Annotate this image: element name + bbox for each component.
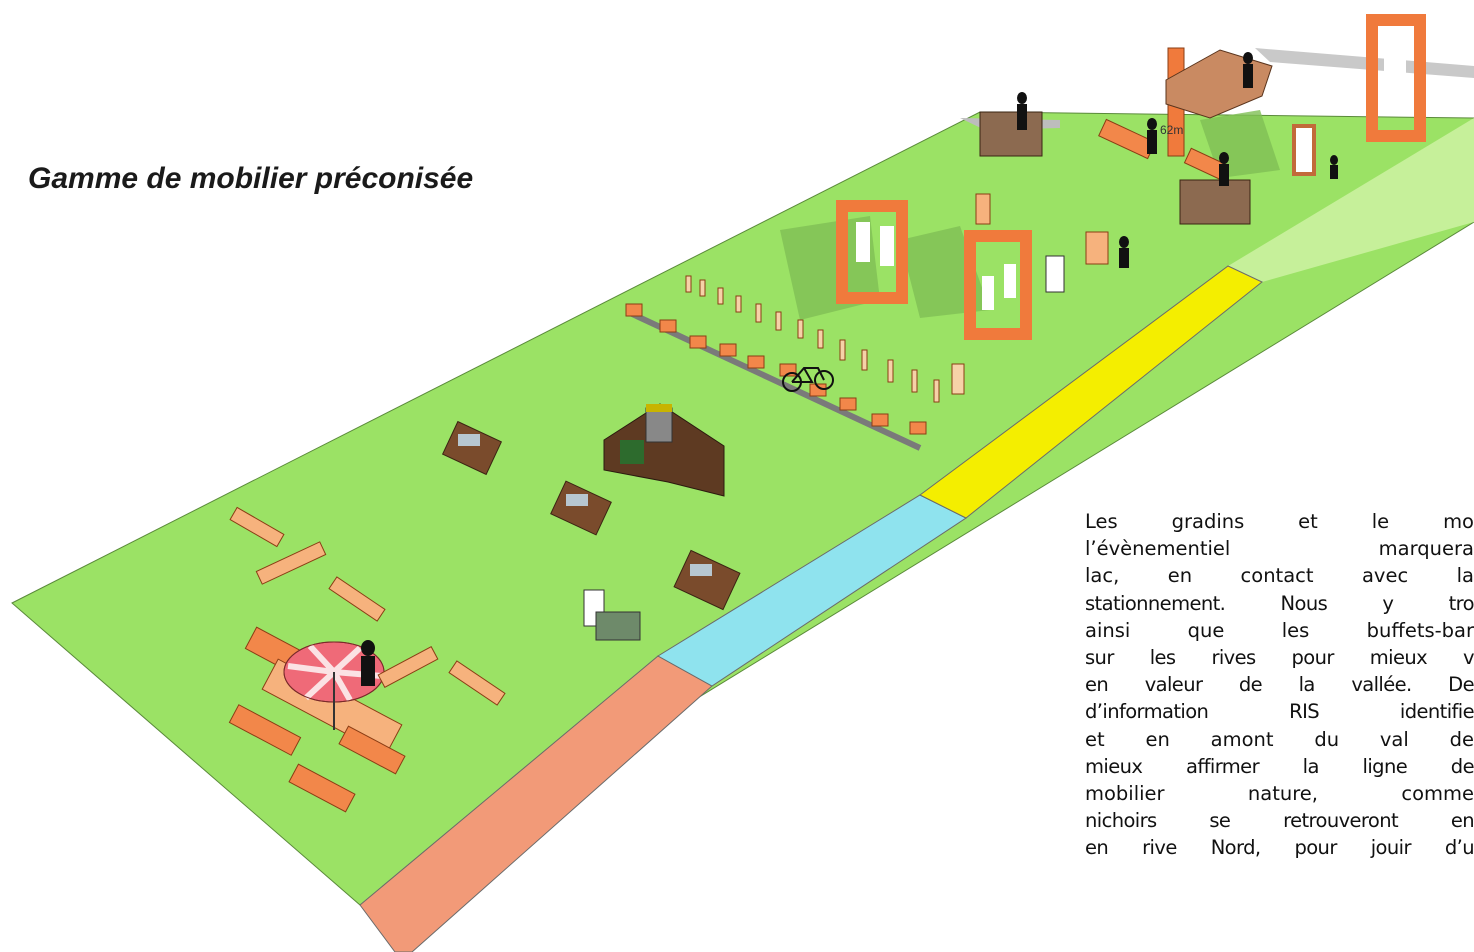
description-paragraph: Les gradins et le mo l’évènementiel marq… [1085, 508, 1474, 952]
paragraph-line: nichoirs se retrouveront en [1085, 809, 1474, 833]
paragraph-line: lac, en contact avec la [1085, 564, 1474, 588]
benches [229, 506, 506, 706]
frames [836, 14, 1426, 340]
paragraph-line: d’information RIS identifie [1085, 700, 1474, 724]
bin-enclosure [603, 403, 725, 497]
lectern [583, 589, 641, 641]
paragraph-line: mieux affirmer la ligne de [1085, 754, 1474, 778]
ground-strip-light [1228, 118, 1474, 282]
zone-yellow [919, 265, 1263, 519]
picnic-area [228, 626, 406, 813]
paragraph-line: en valeur de la vallée. De [1085, 673, 1474, 697]
paragraph-line: sur les rives pour mieux v [1085, 646, 1474, 670]
paragraph-line: ainsi que les buffets-bar [1085, 618, 1474, 642]
paragraph-line: l’évènementiel marquera [1085, 537, 1474, 561]
paragraph-line: stationnement. Nous y tro [1085, 591, 1474, 615]
people [1017, 52, 1338, 268]
path-strip [1255, 48, 1474, 78]
paragraph-line: et en amont du val de [1085, 727, 1474, 751]
scale-label: 62m [1160, 123, 1183, 137]
paragraph-line: mobilier nature, comme [1085, 782, 1474, 806]
paragraph-line: en rive Nord, pour jouir d’u [1085, 836, 1474, 860]
gabion-seats [441, 420, 741, 611]
bike-rack-row [625, 275, 965, 451]
ground-plane [11, 111, 1474, 906]
paragraph-line: Les gradins et le mo [1085, 510, 1474, 533]
zone-orange [359, 655, 713, 952]
page-title: Gamme de mobilier préconisée [28, 162, 474, 195]
